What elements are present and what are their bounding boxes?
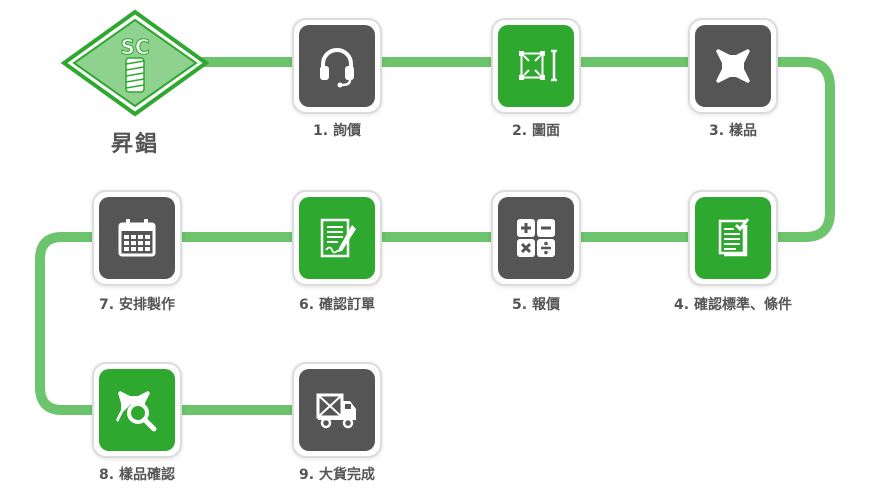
signed-contract-icon <box>320 218 356 258</box>
step-3-tile <box>688 18 778 114</box>
headset-icon <box>320 48 354 88</box>
delivery-truck-icon <box>316 393 356 429</box>
step-3-label: 3. 樣品 <box>709 123 757 139</box>
step-7-label: 7. 安排製作 <box>99 297 175 313</box>
step-6-label: 6. 確認訂單 <box>299 297 375 313</box>
company-name: 昇錩 <box>110 132 159 157</box>
step-8-tile <box>92 362 182 458</box>
step-9-label: 9. 大貨完成 <box>299 467 375 483</box>
sample-inspection-icon <box>116 391 157 432</box>
step-1-label: 1. 詢價 <box>313 123 361 139</box>
calendar-icon <box>118 219 156 257</box>
step-1-tile <box>292 18 382 114</box>
step-5-label: 5. 報價 <box>512 297 560 313</box>
step-5-tile <box>491 190 581 286</box>
calculator-icon <box>517 219 555 257</box>
step-9-tile <box>292 362 382 458</box>
screw-icon <box>125 57 145 93</box>
step-2-label: 2. 圖面 <box>512 123 560 139</box>
company-logo: SC <box>60 8 210 118</box>
step-6-tile <box>292 190 382 286</box>
step-7-tile <box>92 190 182 286</box>
step-4-label: 4. 確認標準、條件 <box>674 297 792 313</box>
step-2-tile <box>491 18 581 114</box>
checklist-document-icon <box>718 218 750 257</box>
step-4-tile <box>688 190 778 286</box>
logo-badge-text: SC <box>120 35 149 59</box>
drawing-frame-icon <box>519 49 557 82</box>
step-8-label: 8. 樣品確認 <box>99 467 175 483</box>
sample-part-icon <box>716 49 750 83</box>
